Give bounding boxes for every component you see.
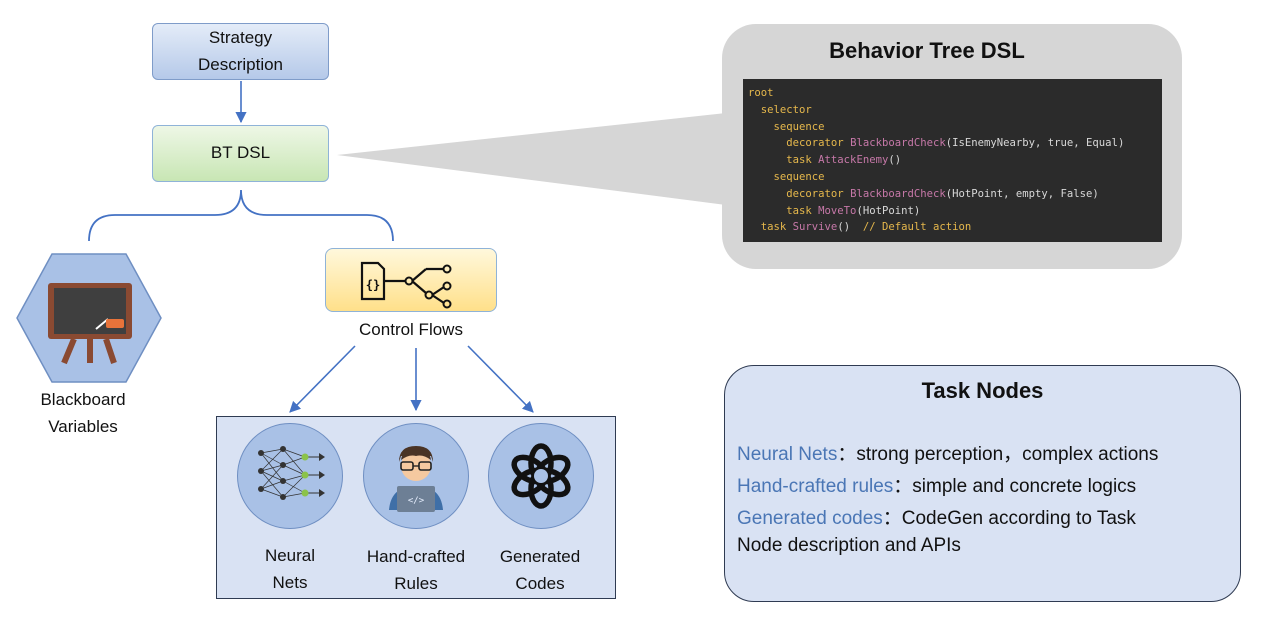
code-token: task <box>786 204 819 217</box>
hand-crafted-rules-label: Hand-crafted Rules <box>366 547 466 594</box>
code-token: decorator <box>786 187 851 200</box>
code-token: AttackEnemy <box>818 154 889 167</box>
code-token: selector <box>760 103 812 116</box>
svg-text:</>: </> <box>408 496 425 506</box>
code-token: (HotPoint, empty, False) <box>945 187 1099 200</box>
code-token: sequence <box>773 170 825 183</box>
callout-wedge <box>337 113 726 205</box>
arrow-to-generated <box>467 345 534 413</box>
code-line: task MoveTo(HotPoint) <box>748 203 1157 220</box>
code-line: decorator BlackboardCheck(HotPoint, empt… <box>748 186 1157 203</box>
bt-dsl-label: BT DSL <box>210 143 271 163</box>
code-token: (HotPoint) <box>856 204 921 217</box>
code-token: task <box>760 221 793 234</box>
code-token: task <box>786 154 819 167</box>
code-token: () <box>888 154 902 167</box>
task-line-neural-nets: Neural Nets：strong perception，complex ac… <box>737 439 1158 466</box>
code-token: BlackboardCheck <box>850 137 946 150</box>
code-token: Survive <box>792 221 838 234</box>
neural-network-icon <box>258 446 325 500</box>
hand-crafted-rules-circle: </> <box>363 423 469 529</box>
code-line: task AttackEnemy() <box>748 152 1157 169</box>
code-line: decorator BlackboardCheck(IsEnemyNearby,… <box>748 135 1157 152</box>
brace-connector <box>88 189 394 242</box>
neural-nets-circle <box>237 423 343 529</box>
control-flow-icon: {} <box>360 261 452 309</box>
generated-codes-label: Generated Codes <box>499 547 581 594</box>
task-desc: ：strong perception，complex actions <box>837 444 1159 465</box>
task-line-generated-codes: Generated codes：CodeGen according to Tas… <box>737 503 1136 530</box>
arrow-to-neural-nets <box>289 345 356 413</box>
code-line: task Survive() // Default action <box>748 219 1157 236</box>
task-name: Neural Nets <box>737 444 838 465</box>
code-line: sequence <box>748 169 1157 186</box>
neural-nets-label: Neural Nets <box>264 546 316 593</box>
control-flows-label: Control Flows <box>359 320 463 339</box>
task-name: Generated codes <box>737 508 883 529</box>
code-token: MoveTo <box>818 204 857 217</box>
strategy-description-label: Strategy Description <box>197 28 284 74</box>
blackboard-icon <box>16 253 162 383</box>
code-token: BlackboardCheck <box>850 187 946 200</box>
task-line-continuation: Node description and APIs <box>737 535 961 557</box>
bt-dsl-box: BT DSL <box>152 125 329 182</box>
strategy-description-box: Strategy Description <box>152 23 329 80</box>
blackboard-variables-label: Blackboard Variables <box>40 390 126 437</box>
dsl-code-block: root selector sequence decorator Blackbo… <box>743 79 1162 242</box>
task-nodes-title: Task Nodes <box>921 378 1044 403</box>
task-nodes-panel <box>724 365 1241 602</box>
code-token: root <box>748 87 774 99</box>
control-flows-box: {} <box>325 248 497 312</box>
code-line: sequence <box>748 119 1157 136</box>
task-name: Hand-crafted rules <box>737 476 894 497</box>
code-token: () <box>837 221 863 234</box>
code-token: sequence <box>773 120 825 133</box>
task-desc: Node description and APIs <box>737 535 961 556</box>
behavior-tree-dsl-title: Behavior Tree DSL <box>829 38 1025 63</box>
task-desc: ：simple and concrete logics <box>893 476 1137 497</box>
code-line: selector <box>748 102 1157 119</box>
programmer-icon: </> <box>389 446 443 512</box>
openai-logo-icon <box>511 443 571 509</box>
code-line: root <box>748 85 1157 102</box>
task-line-hand-crafted: Hand-crafted rules：simple and concrete l… <box>737 471 1136 498</box>
generated-codes-circle <box>488 423 594 529</box>
code-token: // Default action <box>862 221 972 234</box>
code-token: decorator <box>786 137 851 150</box>
svg-text:{}: {} <box>366 278 380 292</box>
code-token: (IsEnemyNearby, true, Equal) <box>945 137 1125 150</box>
task-desc: ：CodeGen according to Task <box>882 508 1136 529</box>
